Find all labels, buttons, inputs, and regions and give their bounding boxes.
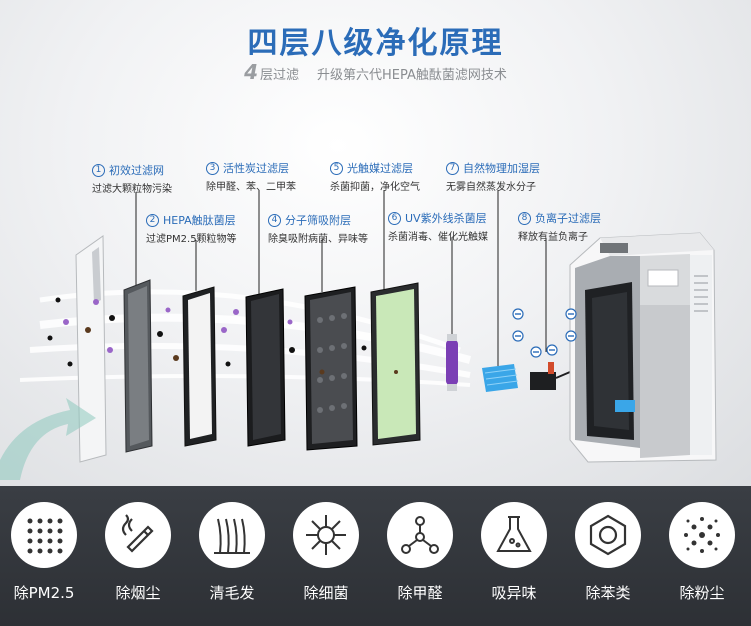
layer-label-8: 8 负离子过滤层 释放有益负离子 <box>518 210 601 243</box>
layer-desc: 过滤PM2.5颗粒物等 <box>146 234 237 245</box>
layer-label-3: 3 活性炭过滤层 除甲醛、苯、二甲苯 <box>206 160 296 193</box>
layer-number: 4 <box>268 213 281 227</box>
layer-title: 活性炭过滤层 <box>223 162 289 175</box>
layer-desc: 过滤大颗粒物污染 <box>92 184 172 195</box>
filter-scene <box>0 190 717 480</box>
layer-title: UV紫外线杀菌层 <box>405 212 487 225</box>
layer-number: 6 <box>388 211 401 225</box>
layer-label-5: 5 光触媒过滤层 杀菌抑菌，净化空气 <box>330 160 420 193</box>
subtitle-number: 4 <box>244 60 258 84</box>
layer-desc: 除臭吸附病菌、异味等 <box>268 234 368 245</box>
layer-desc: 除甲醛、苯、二甲苯 <box>206 182 296 193</box>
layer-desc: 杀菌抑菌，净化空气 <box>330 182 420 193</box>
bacteria-icon <box>293 502 359 568</box>
feature-bacteria: 除细菌 <box>286 502 366 603</box>
feature-label: 除苯类 <box>585 584 631 602</box>
uv-lamp <box>446 334 458 391</box>
leader-lines <box>135 190 547 366</box>
features-bar: 除PM2.5 除烟尘 清毛发 除细 <box>0 486 751 626</box>
dots-grid-icon <box>11 502 77 568</box>
feature-odor: 吸异味 <box>474 502 554 603</box>
layer-number: 2 <box>146 213 159 227</box>
feature-pm25: 除PM2.5 <box>4 502 84 603</box>
layer-title: 分子筛吸附层 <box>285 214 351 227</box>
hair-icon <box>199 502 265 568</box>
dust-icon <box>669 502 735 568</box>
layer-title: HEPA触肽菌层 <box>163 214 236 227</box>
layer-label-6: 6 UV紫外线杀菌层 杀菌消毒、催化光触媒 <box>388 210 488 243</box>
cigarette-icon <box>105 502 171 568</box>
filter-activated-carbon <box>245 288 286 447</box>
layer-label-2: 2 HEPA触肽菌层 过滤PM2.5颗粒物等 <box>146 212 237 245</box>
feature-label: 除烟尘 <box>115 584 161 602</box>
layer-desc: 释放有益负离子 <box>518 232 588 243</box>
negative-ion-minus <box>515 313 574 353</box>
front-panel <box>75 235 107 463</box>
subtitle-layers: 层过滤 <box>260 68 300 83</box>
filter-molecular-sieve <box>304 286 358 451</box>
feature-smoke: 除烟尘 <box>98 502 178 603</box>
layer-number: 5 <box>330 161 343 175</box>
layer-desc: 杀菌消毒、催化光触媒 <box>388 232 488 243</box>
layer-number: 8 <box>518 211 531 225</box>
feature-label: 除细菌 <box>303 584 349 602</box>
layer-desc: 无雾自然蒸发水分子 <box>446 182 536 193</box>
air-purifier-unit <box>569 232 717 463</box>
layer-title: 负离子过滤层 <box>535 212 601 225</box>
layer-title: 光触媒过滤层 <box>347 162 413 175</box>
airflow-arrow-icon <box>0 398 96 480</box>
filter-photocatalyst <box>370 282 421 446</box>
ion-generator <box>530 362 571 390</box>
feature-label: 除粉尘 <box>679 584 725 602</box>
layer-number: 7 <box>446 161 459 175</box>
benzene-icon <box>575 502 641 568</box>
filter-primary-mesh <box>123 279 153 453</box>
feature-dust: 除粉尘 <box>662 502 742 603</box>
layer-number: 3 <box>206 161 219 175</box>
flask-icon <box>481 502 547 568</box>
feature-label: 清毛发 <box>209 584 255 602</box>
feature-label: 除PM2.5 <box>13 584 75 602</box>
feature-benzene: 除苯类 <box>568 502 648 603</box>
feature-hair: 清毛发 <box>192 502 272 603</box>
feature-formaldehyde: 除甲醛 <box>380 502 460 603</box>
negative-ion-particles <box>512 308 577 358</box>
layer-label-7: 7 自然物理加湿层 无雾自然蒸发水分子 <box>446 160 540 193</box>
feature-label: 吸异味 <box>491 584 537 602</box>
layer-label-1: 1 初效过滤网 过滤大颗粒物污染 <box>92 162 172 195</box>
pollutant-particles <box>47 297 398 375</box>
filter-hepa <box>182 286 217 447</box>
humidifier-block <box>482 364 519 392</box>
layer-number: 1 <box>92 163 105 177</box>
subtitle-tech: 升级第六代HEPA触酞菌滤网技术 <box>317 68 507 83</box>
page-title: 四层八级净化原理 <box>247 26 504 61</box>
layer-title: 初效过滤网 <box>109 164 164 177</box>
molecule-icon <box>387 502 453 568</box>
feature-label: 除甲醛 <box>397 584 443 602</box>
layer-label-4: 4 分子筛吸附层 除臭吸附病菌、异味等 <box>268 212 368 245</box>
layer-title: 自然物理加湿层 <box>463 162 540 175</box>
